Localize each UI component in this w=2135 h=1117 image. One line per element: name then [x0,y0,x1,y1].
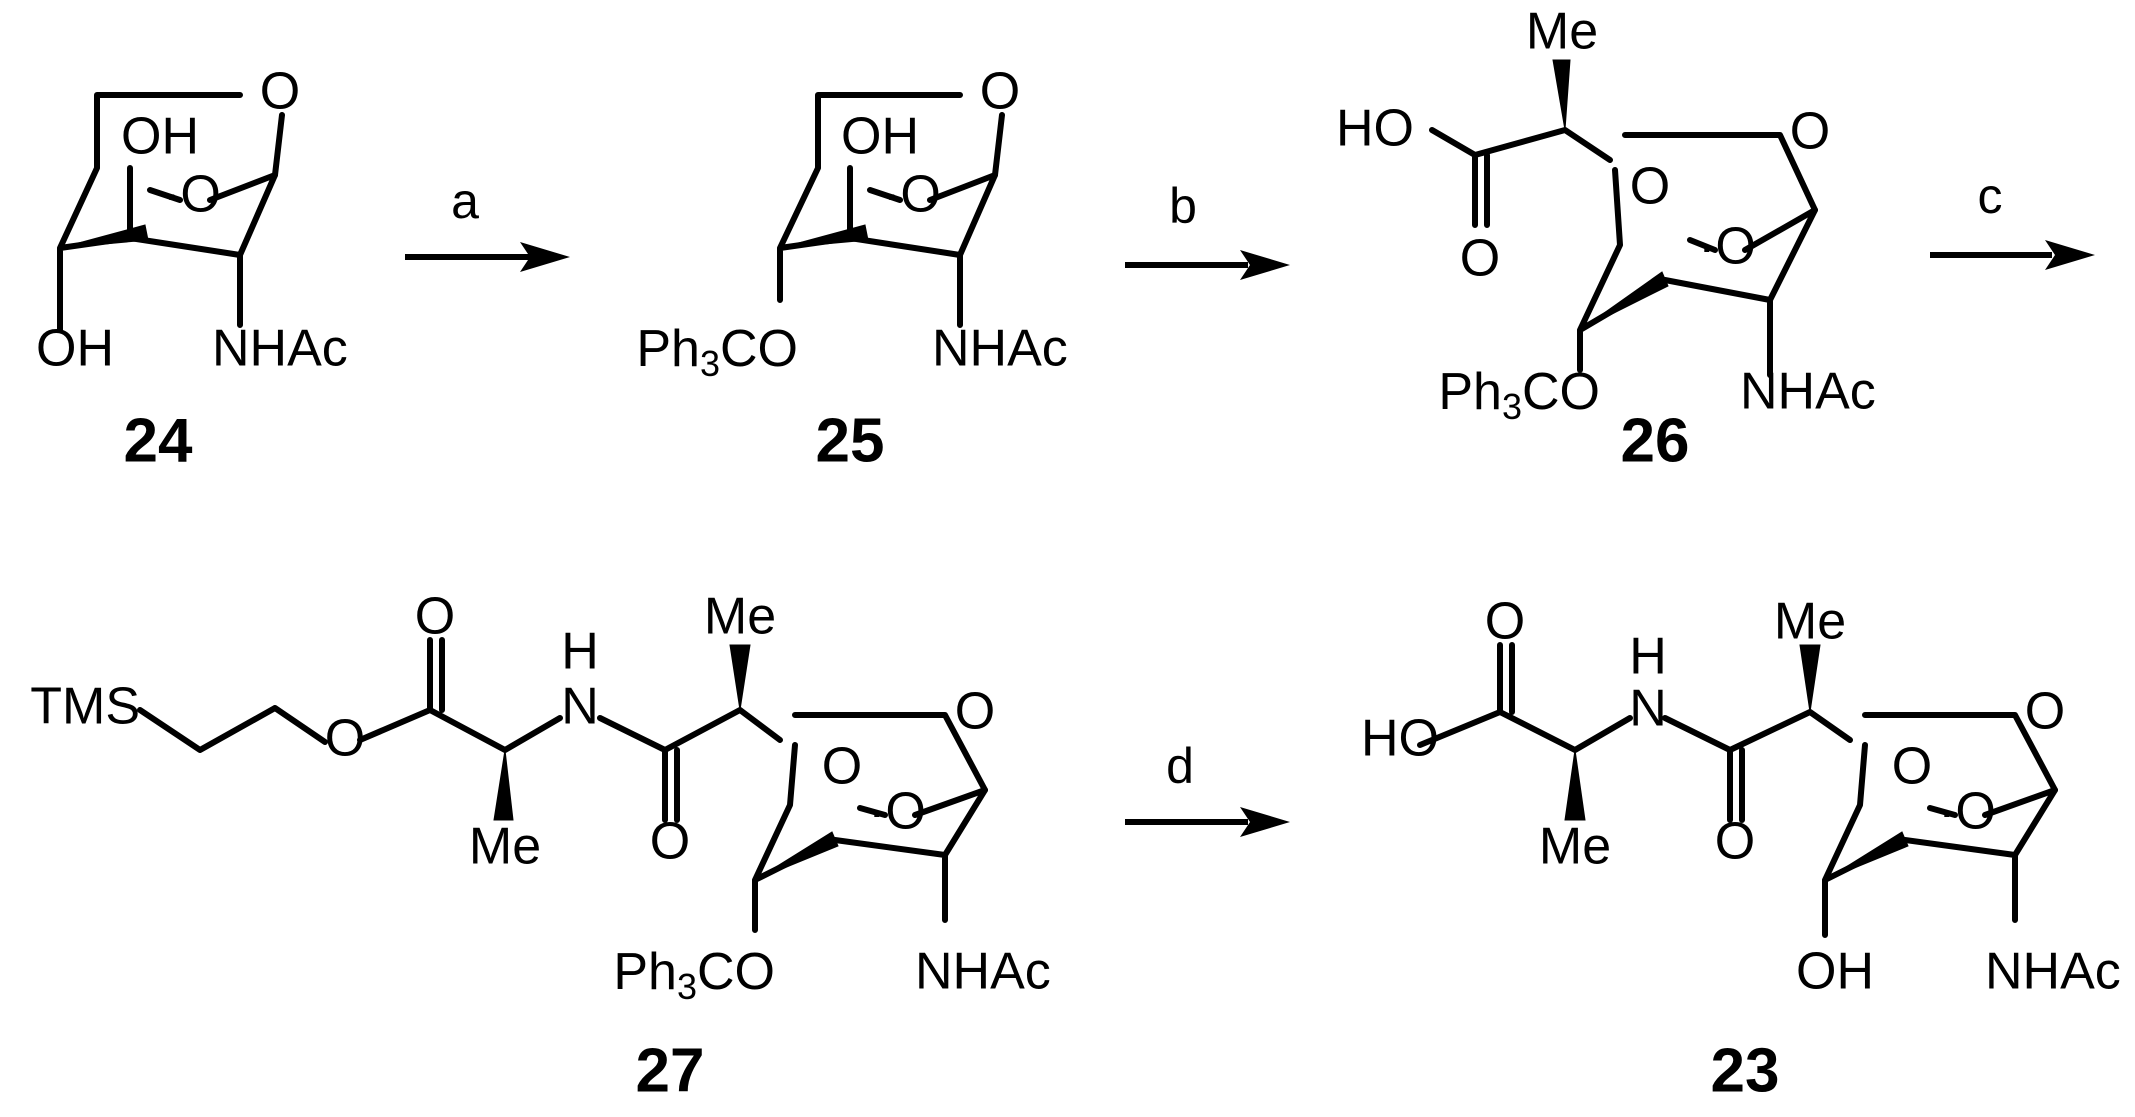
atom-TMS: TMS [30,678,140,736]
atom-O: O [822,738,862,796]
compound-26-structure: Me HO O O O ·O Ph3CO NHAc 26 [1336,3,1876,476]
atom-O: O [1715,813,1755,871]
compound-label-26: 26 [1621,406,1690,475]
reaction-arrow-a: a [405,173,570,272]
condition-c: c [1978,168,2003,224]
atom-HO: HO [1336,100,1414,158]
compound-label-24: 24 [124,406,193,475]
atom-O: O [1790,103,1830,161]
atom-O: O [1892,738,1932,796]
atom-NHAc: NHAc [1740,363,1876,421]
atom-ring-O: ·O [868,783,926,841]
atom-O: O [415,588,455,646]
compound-23-structure: HO O H N Me O Me O O ·O OH NHAc 23 [1361,593,2121,1106]
atom-Me: Me [704,588,776,646]
atom-ring-O: ·O [163,166,221,224]
atom-O: O [980,63,1020,121]
atom-Ph3CO: Ph3CO [1438,363,1600,427]
condition-b: b [1169,178,1197,234]
atom-Me: Me [1539,818,1611,876]
condition-a: a [451,173,479,229]
atom-ring-O: ·O [1938,783,1996,841]
atom-NHAc: NHAc [932,320,1068,378]
reaction-arrow-c: c [1930,168,2095,270]
atom-OH: OH [841,108,919,166]
atom-O: O [325,710,365,768]
condition-d: d [1166,738,1194,794]
atom-O: O [1485,593,1525,651]
atom-H: H [561,623,599,681]
atom-HO: HO [1361,710,1439,768]
atom-NHAc: NHAc [915,943,1051,1001]
atom-NHAc: NHAc [212,320,348,378]
compound-25-structure: O OH ·O Ph3CO NHAc 25 [636,63,1067,476]
atom-O: O [955,683,995,741]
reaction-arrow-b: b [1125,178,1290,280]
atom-NHAc: NHAc [1985,943,2121,1001]
reaction-arrow-d: d [1125,738,1290,837]
compound-label-23: 23 [1711,1036,1780,1105]
atom-Ph3CO: Ph3CO [613,943,775,1007]
atom-H: H [1629,628,1667,686]
atom-Me: Me [1526,3,1598,61]
atom-Ph3CO: Ph3CO [636,320,798,384]
atom-ring-O: ·O [1698,218,1756,276]
compound-label-27: 27 [636,1036,705,1105]
atom-N: N [1629,680,1667,738]
atom-Me: Me [469,818,541,876]
atom-OH: OH [36,320,114,378]
compound-label-25: 25 [816,406,885,475]
atom-OH: OH [1796,943,1874,1001]
atom-O: O [1460,230,1500,288]
compound-27-structure: TMS O O H N Me O Me O O ·O Ph3CO NHAc 27 [30,588,1051,1106]
atom-Me: Me [1774,593,1846,651]
atom-OH: OH [121,108,199,166]
atom-O: O [260,63,300,121]
compound-24-structure: O OH ·O OH NHAc 24 [36,63,348,476]
atom-N: N [561,678,599,736]
atom-O: O [1630,158,1670,216]
atom-O: O [2025,683,2065,741]
atom-ring-O: ·O [883,166,941,224]
atom-O: O [650,813,690,871]
